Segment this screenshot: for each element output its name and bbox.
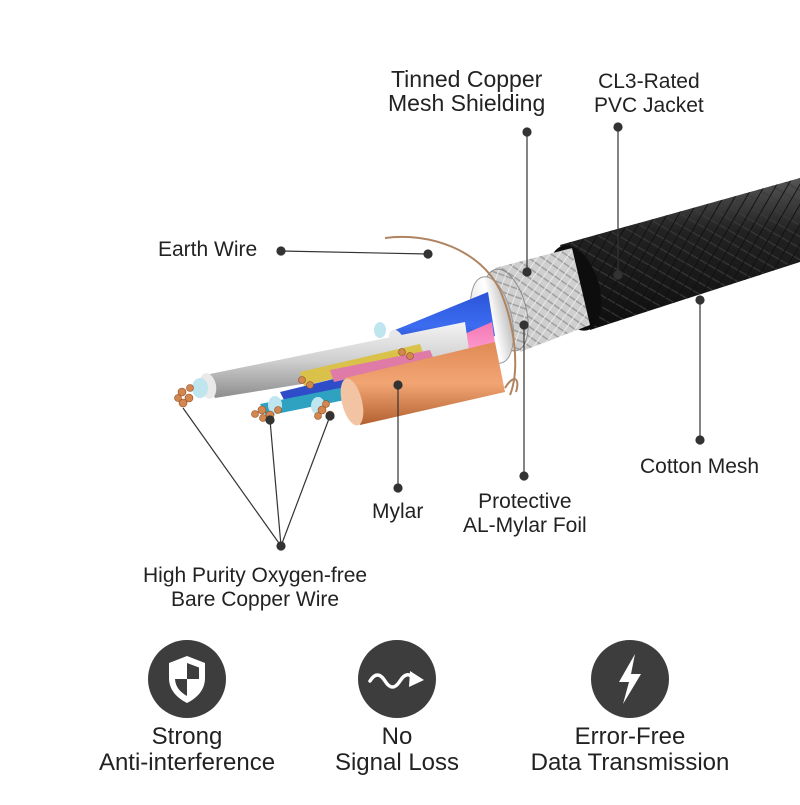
label-tinned-copper: Tinned Copper Mesh Shielding (388, 66, 546, 116)
shield-icon (169, 656, 205, 703)
earth-wire-strand (384, 235, 519, 396)
inner-conductors (192, 292, 505, 426)
label-cl3-jacket: CL3-Rated PVC Jacket (594, 70, 704, 117)
label-earth-wire: Earth Wire (158, 238, 258, 261)
label-cotton-mesh: Cotton Mesh (640, 455, 760, 478)
copper-strand-tips (174, 348, 414, 422)
feature-no-signal-loss: No Signal Loss (267, 640, 527, 776)
feature-error-free: Error-Free Data Transmission (500, 640, 760, 776)
lightning-icon (619, 654, 641, 704)
feature-icon-circle (591, 640, 669, 718)
leader-lines (182, 122, 705, 551)
feature-icon-circle (358, 640, 436, 718)
feature-subtitle: Signal Loss (334, 749, 460, 776)
feature-icon-circle (148, 640, 226, 718)
label-copper-wire: High Purity Oxygen-free Bare Copper Wire (143, 564, 368, 611)
feature-anti-interference: Strong Anti-interference (57, 640, 317, 776)
label-mylar: Mylar (372, 500, 424, 523)
label-protective-foil: Protective AL-Mylar Foil (463, 490, 587, 537)
feature-title: No (381, 723, 413, 750)
feature-subtitle: Data Transmission (530, 749, 730, 776)
feature-subtitle: Anti-interference (98, 749, 276, 776)
wave-arrow-icon (368, 671, 424, 689)
feature-title: Strong (151, 723, 223, 750)
feature-title: Error-Free (574, 723, 686, 750)
